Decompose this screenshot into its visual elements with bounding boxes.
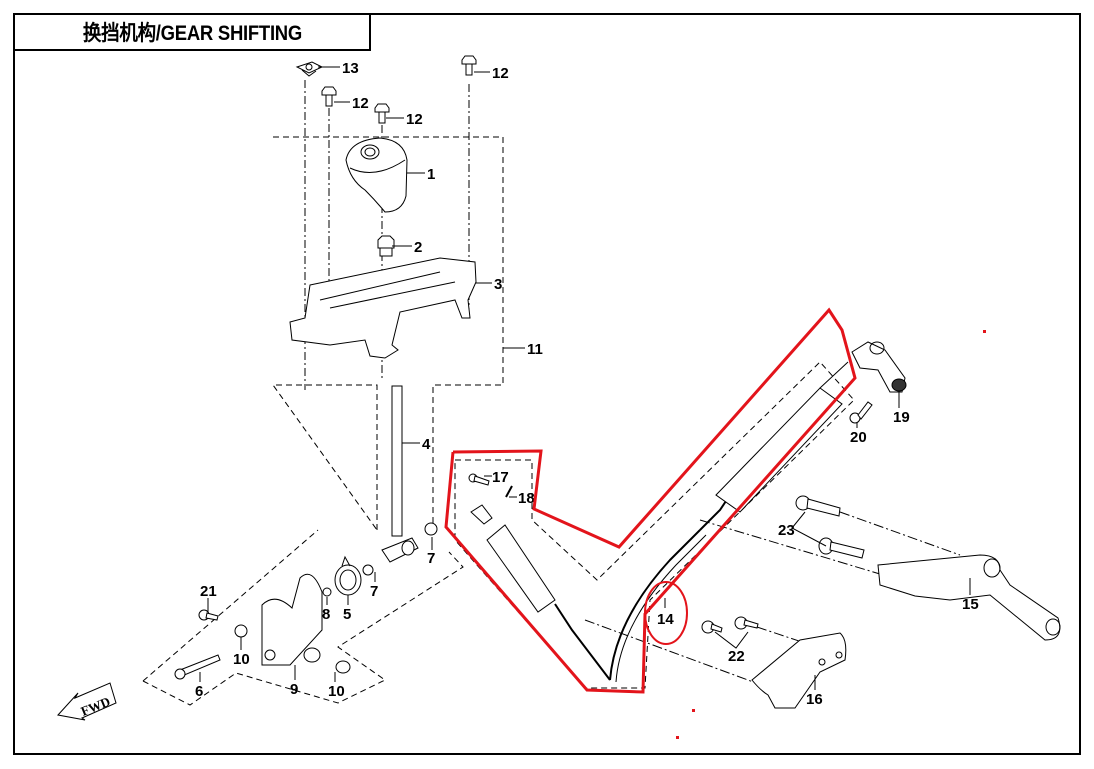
part-16-bracket [751,632,847,709]
part-8-washer [322,587,332,597]
callout-3: 3 [494,276,502,293]
part-4-shift-rod [381,385,419,563]
callout-10b: 10 [328,683,345,700]
part-5-spring [334,555,362,596]
part-12-bolt [321,86,337,107]
callout-18: 18 [518,490,535,507]
callout-17: 17 [492,469,509,486]
callout-6: 6 [195,683,203,700]
part-10-bushing [234,624,248,638]
part-19-shift-arm [851,341,907,393]
callout-7b: 7 [370,583,378,600]
callout-7a: 7 [427,550,435,567]
part-3-shift-bracket [289,257,477,359]
callout-1: 1 [427,166,435,183]
part-18-cotter-pin [505,485,513,498]
callout-12a: 12 [492,65,509,82]
callout-20: 20 [850,429,867,446]
callout-11: 11 [527,341,543,358]
fwd-arrow-icon [57,682,117,721]
red-highlight-outline [444,307,857,694]
callout-leader [714,631,749,649]
part-23-leader-line [699,519,901,581]
callout-16: 16 [806,691,823,708]
red-annotation [444,307,986,739]
part-17-clevis-pin [468,473,490,486]
callout-4: 4 [422,436,431,453]
part-15-shift-lever [877,554,1061,641]
part-10-bushing [335,660,351,674]
callout-leader [791,511,827,547]
callout-13: 13 [342,60,359,77]
part-14-shift-cable [470,361,849,683]
part-12-bolt [461,55,477,76]
diagram-title: 换挡机构/GEAR SHIFTING [82,22,302,45]
part-20-bolt [849,401,873,424]
callout-9: 9 [290,681,298,698]
callout-12b: 12 [352,95,369,112]
part-12-bolt [374,103,390,124]
assembly-lower-outline [142,529,464,706]
part-23-bolt [818,537,865,559]
part-23-bolt [795,495,841,517]
diagram-frame [13,13,1081,755]
callout-15: 15 [962,596,979,613]
part-22-bolt [701,620,723,634]
part-7-bushing [362,522,438,576]
callout-12c: 12 [406,111,423,128]
part-21-bolt [198,609,219,621]
callout-21: 21 [200,583,217,600]
callout-23: 23 [778,522,795,539]
part-23-leader-line [839,511,961,556]
callout-5: 5 [343,606,351,623]
red-circle-part-14 [644,581,688,645]
red-dot [983,330,986,333]
part-6-pivot-pin [174,654,221,680]
callout-19: 19 [893,409,910,426]
part-2-nut [377,235,395,257]
red-dot [692,709,695,712]
part-9-pivot-bracket [261,573,323,666]
title-box: 换挡机构/GEAR SHIFTING [13,13,371,51]
callout-8: 8 [322,606,330,623]
callout-22: 22 [728,648,745,665]
part-14-leader-line [584,619,776,691]
part-22-bolt [734,616,759,630]
part-22-leader-line [756,626,833,653]
callout-14: 14 [657,611,674,628]
red-dot [676,736,679,739]
part-1-shift-knob [345,137,408,213]
callout-2: 2 [414,239,422,256]
callout-10a: 10 [233,651,250,668]
part-13-clip-nut [295,61,324,77]
assembly-11-outline [272,136,504,532]
